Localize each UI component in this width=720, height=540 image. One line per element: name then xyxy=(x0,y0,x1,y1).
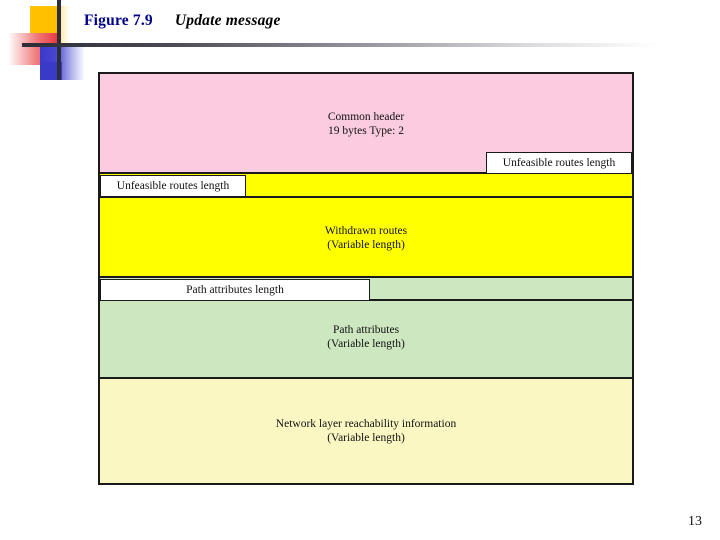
callout-unfeasible-routes-length-right: Unfeasible routes length xyxy=(486,152,632,174)
field-nlri-line1: Network layer reachability information xyxy=(275,418,457,430)
field-path-attributes-line2: (Variable length) xyxy=(327,338,405,350)
callout-path-attributes-length: Path attributes length xyxy=(100,279,370,301)
callout-unfeasible-routes-length-left: Unfeasible routes length xyxy=(100,175,246,197)
figure-label: Figure 7.9 xyxy=(84,12,153,29)
field-withdrawn-routes-line1: Withdrawn routes xyxy=(324,225,408,237)
field-path-attributes: Path attributes (Variable length) xyxy=(100,301,632,379)
page-number: 13 xyxy=(688,514,702,529)
field-withdrawn-routes-line2: (Variable length) xyxy=(327,239,405,251)
field-withdrawn-routes-text: Withdrawn routes (Variable length) xyxy=(100,224,632,252)
field-common-header-text: Common header 19 bytes Type: 2 xyxy=(100,110,632,138)
slide-title: Figure 7.9 Update message xyxy=(84,11,281,31)
field-common-header-line2: 19 bytes Type: 2 xyxy=(328,125,404,137)
update-message-diagram: Common header 19 bytes Type: 2 Withdrawn… xyxy=(98,72,634,485)
ornament-blue-square-solid xyxy=(40,62,62,80)
header-divider-rule xyxy=(30,43,658,47)
field-path-attributes-line1: Path attributes xyxy=(332,324,400,336)
field-path-attributes-text: Path attributes (Variable length) xyxy=(100,323,632,351)
field-nlri: Network layer reachability information (… xyxy=(100,379,632,483)
field-nlri-line2: (Variable length) xyxy=(327,432,405,444)
ornament-vertical-bar xyxy=(57,0,61,80)
field-withdrawn-routes: Withdrawn routes (Variable length) xyxy=(100,198,632,278)
field-common-header: Common header 19 bytes Type: 2 xyxy=(100,74,632,174)
field-common-header-line1: Common header xyxy=(327,111,405,123)
figure-caption: Update message xyxy=(174,12,281,29)
field-nlri-text: Network layer reachability information (… xyxy=(100,417,632,445)
